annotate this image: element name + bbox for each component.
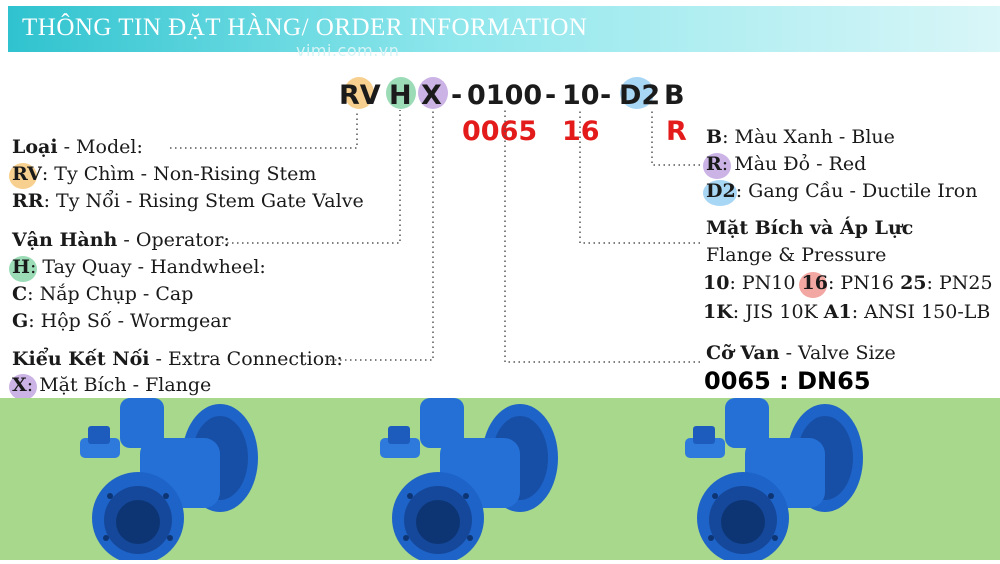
flange-row-2: 1K: JIS 10K A1: ANSI 150-LB <box>703 301 991 323</box>
alt-pressure: 16 <box>562 116 600 147</box>
model-item-rr: RR: Ty Nổi - Rising Stem Gate Valve <box>12 190 364 212</box>
size-example: 0065 : DN65 <box>704 367 871 395</box>
operator-item-g: G: Hộp Số - Wormgear <box>12 310 231 332</box>
code-d2: D2 <box>619 80 661 111</box>
model-item-rv: RV: Ty Chìm - Non-Rising Stem <box>9 163 316 189</box>
alt-color: R <box>666 116 687 147</box>
code-sep-1: - <box>451 80 463 111</box>
flange-row-1: 10: PN10 16: PN16 25: PN25 <box>703 272 993 298</box>
code-d2-highlight <box>620 77 654 109</box>
color-item-r: R: Màu Đỏ - Red <box>703 153 866 179</box>
gate-valve-image <box>80 398 258 564</box>
code-pressure: 10 <box>562 80 600 111</box>
connection-item-x: X: Mặt Bích - Flange <box>9 374 211 400</box>
operator-item-h: H: Tay Quay - Handwheel: <box>9 256 266 282</box>
gate-valve-image <box>685 398 863 564</box>
valve-images <box>80 398 863 564</box>
gate-valve-image <box>380 398 558 564</box>
connection-heading: Kiểu Kết Nối - Extra Connection: <box>12 348 343 370</box>
color-item-b: B: Màu Xanh - Blue <box>706 126 895 148</box>
material-item-d2: D2: Gang Cầu - Ductile Iron <box>703 180 977 206</box>
code-b: B <box>664 80 685 111</box>
connector-lines <box>170 110 700 363</box>
code-h: H <box>389 80 412 111</box>
code-size: 0100 <box>467 80 543 111</box>
page-title: THÔNG TIN ĐẶT HÀNG/ ORDER INFORMATION <box>22 14 588 41</box>
model-heading: Loại - Model: <box>12 136 143 158</box>
code-h-highlight <box>386 77 416 109</box>
header-banner: THÔNG TIN ĐẶT HÀNG/ ORDER INFORMATION <box>8 6 1000 52</box>
code-x: X <box>421 80 442 111</box>
flange-subtitle: Flange & Pressure <box>706 244 887 266</box>
code-rv: RV <box>339 80 381 111</box>
code-sep-2: - <box>545 80 557 111</box>
code-x-highlight <box>418 77 448 109</box>
code-rv-highlight <box>344 77 374 109</box>
operator-item-c: C: Nắp Chụp - Cap <box>12 283 194 305</box>
size-heading: Cỡ Van - Valve Size <box>706 342 896 364</box>
watermark: vimi.com.vn <box>296 41 400 60</box>
operator-heading: Vận Hành - Operator: <box>12 229 230 251</box>
alt-size: 0065 <box>462 116 538 147</box>
code-sep-3: - <box>600 80 612 111</box>
product-photo-strip <box>0 398 1000 564</box>
flange-heading: Mặt Bích và Áp Lực <box>706 217 914 239</box>
